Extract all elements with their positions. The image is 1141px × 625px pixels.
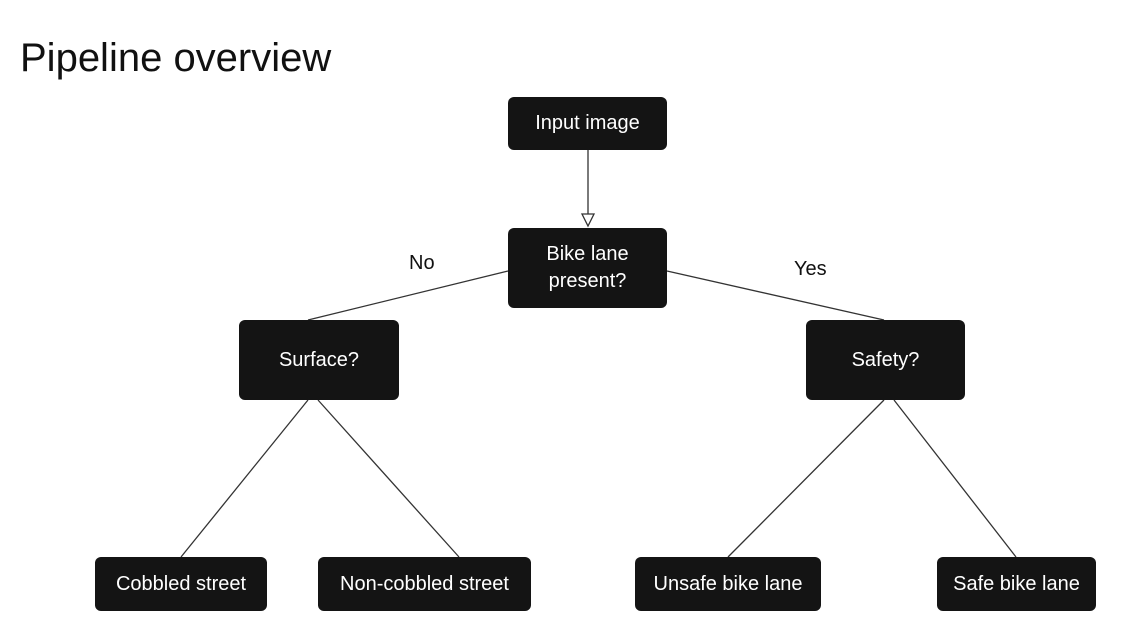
node-input-image: Input image <box>508 97 667 150</box>
edge-bike-lane-to-safety <box>666 270 885 321</box>
edge-bike-lane-to-surface <box>307 270 509 321</box>
node-non-cobbled-street: Non-cobbled street <box>318 557 531 611</box>
page-title: Pipeline overview <box>20 36 332 80</box>
edge-safety-to-safe <box>893 399 1017 558</box>
node-safety: Safety? <box>806 320 965 400</box>
edge-label-yes: Yes <box>794 258 827 280</box>
node-bike-lane-present: Bike lane present? <box>508 228 667 308</box>
edge-safety-to-unsafe <box>727 399 885 558</box>
node-unsafe-bike-lane: Unsafe bike lane <box>635 557 821 611</box>
edge-surface-to-cobbled <box>180 399 309 558</box>
node-safe-bike-lane: Safe bike lane <box>937 557 1096 611</box>
edge-label-no: No <box>409 252 435 274</box>
node-cobbled-street: Cobbled street <box>95 557 267 611</box>
node-surface: Surface? <box>239 320 399 400</box>
arrowhead-icon <box>580 213 596 228</box>
edge-surface-to-non-cobbled <box>317 399 460 558</box>
